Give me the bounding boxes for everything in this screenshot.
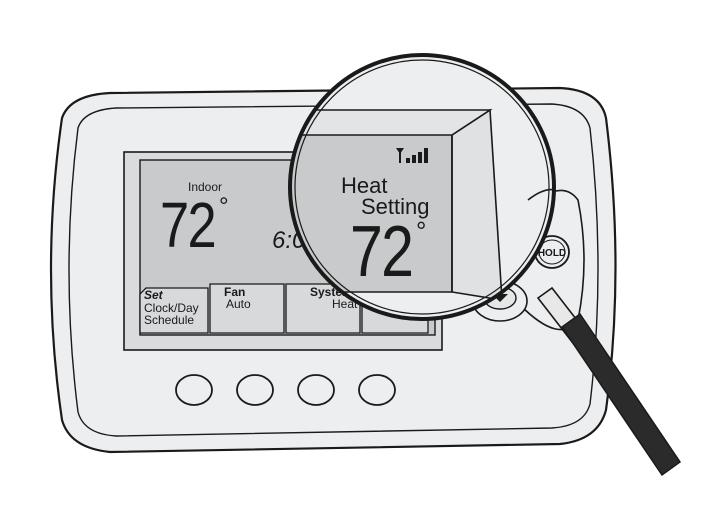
indoor-label: Indoor — [188, 180, 222, 194]
button-3[interactable] — [297, 374, 335, 406]
button-2[interactable] — [236, 374, 274, 406]
indoor-temperature: 72 — [160, 190, 215, 261]
lens-rim — [288, 53, 556, 321]
set-tab-line2: Schedule — [144, 313, 194, 327]
fan-tab-value: Auto — [226, 297, 251, 311]
magnifier-lens: Heat Setting 72 ° — [288, 53, 556, 321]
right-controls: HOLD — [472, 189, 585, 331]
tab-fan[interactable] — [209, 283, 285, 334]
button-1[interactable] — [175, 374, 213, 406]
bottom-buttons — [175, 374, 396, 406]
set-tab-label: Set — [144, 288, 164, 302]
lens-mode-setting: Setting — [361, 194, 430, 219]
lens-lcd-display — [290, 135, 452, 292]
housing-inner-bevel — [68, 103, 599, 437]
button-4[interactable] — [358, 374, 396, 406]
lens-degree-symbol: ° — [416, 216, 426, 246]
hold-button-label: HOLD — [538, 248, 566, 259]
fan-tab-label: Fan — [224, 285, 245, 299]
indoor-degree-symbol: ° — [219, 193, 229, 220]
wireless-signal-icon — [396, 148, 428, 163]
lens-set-temperature: 72 — [350, 210, 412, 291]
magnifier-handle — [536, 286, 682, 477]
lens-mode-heat: Heat — [341, 173, 387, 198]
lens-housing-edge — [527, 188, 554, 211]
tab-set[interactable] — [139, 287, 209, 334]
handle-grip — [560, 312, 682, 477]
lens-rim-inner — [294, 59, 550, 315]
set-tab-line1: Clock/Day — [144, 301, 199, 315]
